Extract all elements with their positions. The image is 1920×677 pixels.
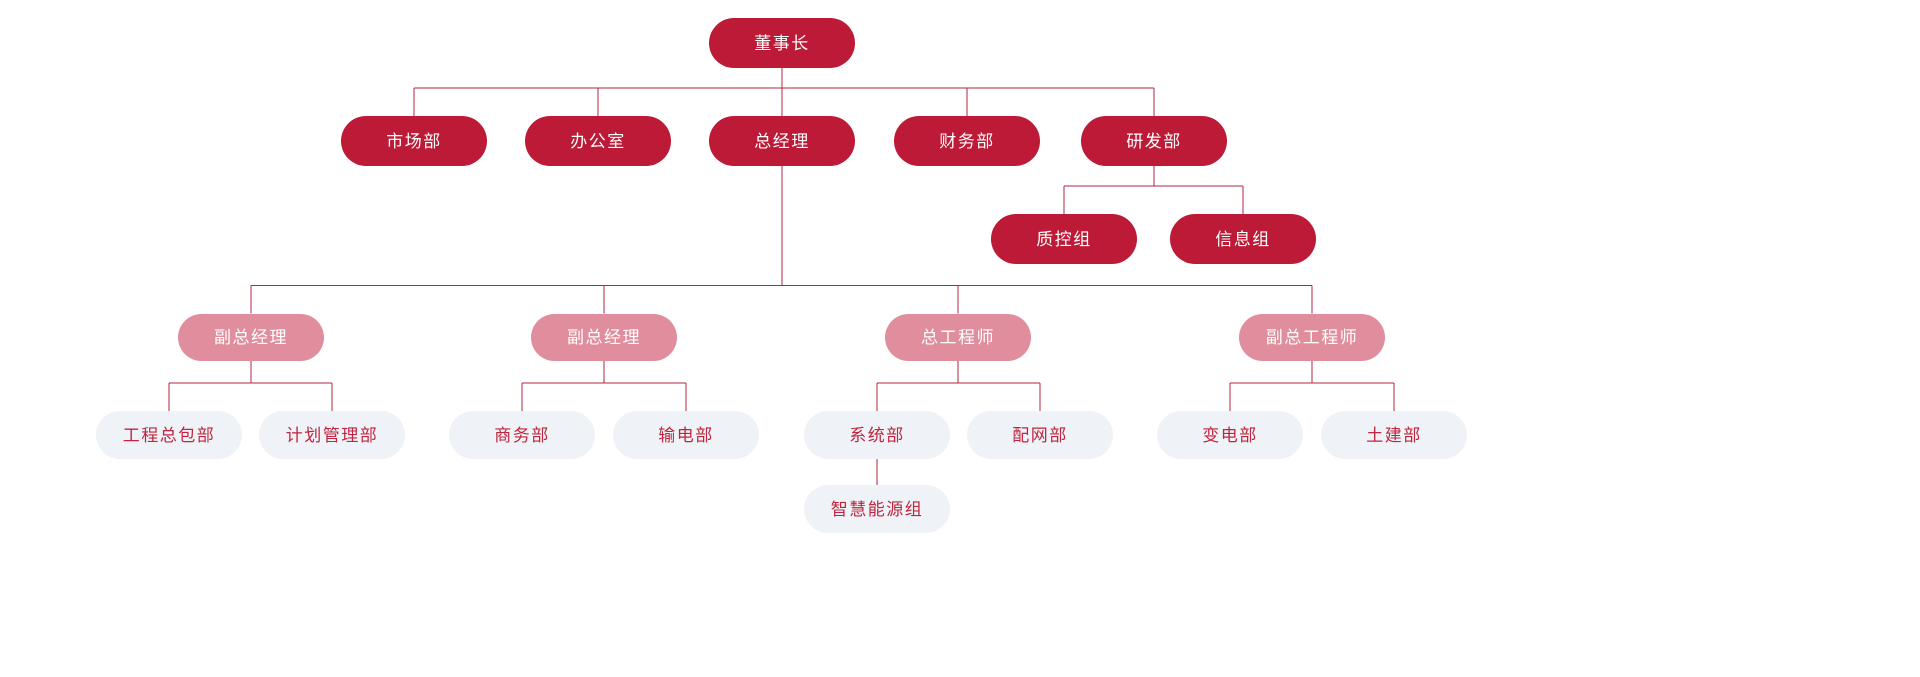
org-node-general-manager[interactable]: 总经理 — [709, 116, 855, 166]
org-node-label: 市场部 — [386, 131, 442, 151]
org-node-distribution-dept[interactable]: 配网部 — [967, 411, 1113, 459]
org-node-epc-dept[interactable]: 工程总包部 — [96, 411, 242, 459]
org-node-label: 副总工程师 — [1265, 327, 1359, 347]
org-node-label: 研发部 — [1126, 131, 1182, 151]
org-node-label: 总经理 — [754, 131, 810, 151]
org-node-deputy-chief-eng[interactable]: 副总工程师 — [1239, 313, 1385, 361]
org-node-label: 办公室 — [570, 131, 626, 151]
org-node-label: 质控组 — [1036, 229, 1092, 249]
org-node-label: 副总经理 — [567, 327, 641, 347]
org-node-label: 董事长 — [754, 33, 810, 53]
org-node-business-dept[interactable]: 商务部 — [449, 411, 595, 459]
org-node-label: 副总经理 — [214, 327, 288, 347]
org-node-marketing[interactable]: 市场部 — [341, 116, 487, 166]
org-node-label: 系统部 — [849, 425, 905, 445]
org-node-label: 智慧能源组 — [830, 499, 924, 519]
org-node-chairman[interactable]: 董事长 — [709, 18, 855, 68]
org-node-chief-engineer[interactable]: 总工程师 — [885, 313, 1031, 361]
org-node-smart-energy[interactable]: 智慧能源组 — [804, 485, 950, 533]
org-node-label: 商务部 — [494, 425, 550, 445]
org-node-label: 信息组 — [1215, 229, 1271, 249]
org-node-transmission-dept[interactable]: 输电部 — [613, 411, 759, 459]
org-node-label: 总工程师 — [921, 327, 995, 347]
org-node-label: 工程总包部 — [122, 425, 216, 445]
org-node-quality-control[interactable]: 质控组 — [991, 214, 1137, 264]
org-node-label: 财务部 — [939, 131, 995, 151]
org-node-label: 土建部 — [1366, 425, 1422, 445]
org-node-deputy-gm-2[interactable]: 副总经理 — [531, 313, 677, 361]
org-node-planning-dept[interactable]: 计划管理部 — [259, 411, 405, 459]
org-node-label: 变电部 — [1202, 425, 1258, 445]
org-node-information-group[interactable]: 信息组 — [1170, 214, 1316, 264]
org-node-label: 计划管理部 — [285, 425, 379, 445]
org-node-deputy-gm-1[interactable]: 副总经理 — [178, 313, 324, 361]
org-node-label: 配网部 — [1012, 425, 1068, 445]
org-node-system-dept[interactable]: 系统部 — [804, 411, 950, 459]
org-node-civil-dept[interactable]: 土建部 — [1321, 411, 1467, 459]
org-node-rnd[interactable]: 研发部 — [1081, 116, 1227, 166]
org-node-office[interactable]: 办公室 — [525, 116, 671, 166]
org-node-label: 输电部 — [658, 425, 714, 445]
org-node-substation-dept[interactable]: 变电部 — [1157, 411, 1303, 459]
org-node-finance[interactable]: 财务部 — [894, 116, 1040, 166]
